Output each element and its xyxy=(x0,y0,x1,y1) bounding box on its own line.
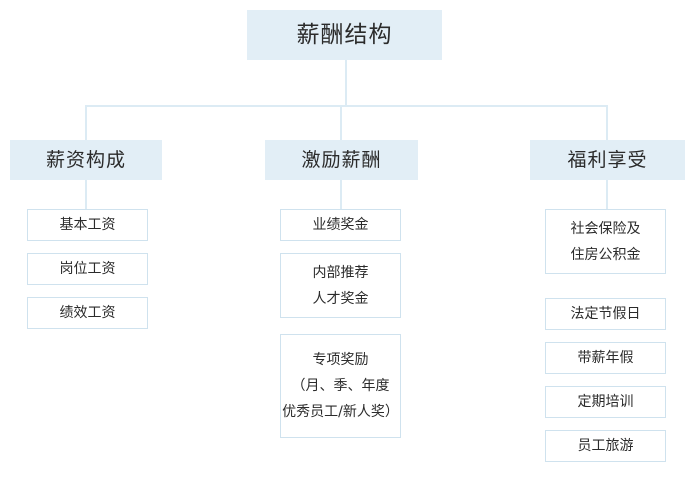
leaf-node[interactable]: 业绩奖金 xyxy=(280,209,401,241)
branch-header-label: 福利享受 xyxy=(567,148,648,171)
leaf-line: 法定节假日 xyxy=(570,306,641,322)
leaf-node[interactable]: 社会保险及 住房公积金 xyxy=(545,209,666,274)
leaf-line: 专项奖励 xyxy=(312,352,369,368)
leaf-line: 定期培训 xyxy=(577,394,634,410)
branch-header-label: 激励薪酬 xyxy=(301,148,382,171)
connector-leaf-stem-2 xyxy=(606,180,608,209)
leaf-node[interactable]: 内部推荐 人才奖金 xyxy=(280,253,401,318)
leaf-line: 社会保险及 xyxy=(570,220,641,237)
leaf-line: 基本工资 xyxy=(59,217,116,233)
branch-header-label: 薪资构成 xyxy=(45,148,126,171)
root-node-label: 薪酬结构 xyxy=(296,21,393,48)
leaf-node[interactable]: 带薪年假 xyxy=(545,342,666,374)
leaf-node[interactable]: 法定节假日 xyxy=(545,298,666,330)
connector-root-stem xyxy=(345,60,347,106)
leaf-line: 内部推荐 xyxy=(312,264,369,281)
connector-leaf-stem-0 xyxy=(85,180,87,209)
leaf-node[interactable]: 基本工资 xyxy=(27,209,148,241)
leaf-node[interactable]: 岗位工资 xyxy=(27,253,148,285)
leaf-line: 业绩奖金 xyxy=(312,217,369,233)
leaf-line: 住房公积金 xyxy=(570,246,641,263)
leaf-node[interactable]: 员工旅游 xyxy=(545,430,666,462)
leaf-line: 绩效工资 xyxy=(59,305,116,321)
leaf-line: 岗位工资 xyxy=(59,261,116,277)
branch-header-incentive-compensation[interactable]: 激励薪酬 xyxy=(265,140,418,180)
leaf-line: 带薪年假 xyxy=(577,350,634,366)
root-node-compensation-structure[interactable]: 薪酬结构 xyxy=(247,10,442,60)
leaf-node[interactable]: 绩效工资 xyxy=(27,297,148,329)
leaf-line: （月、季、年度 xyxy=(291,378,390,394)
connector-branch-drop-0 xyxy=(85,105,87,140)
leaf-line: 员工旅游 xyxy=(577,438,634,454)
branch-header-benefits[interactable]: 福利享受 xyxy=(530,140,685,180)
leaf-line: 人才奖金 xyxy=(312,290,369,307)
connector-leaf-stem-1 xyxy=(340,180,342,209)
connector-branch-drop-2 xyxy=(606,105,608,140)
leaf-node[interactable]: 专项奖励 （月、季、年度 优秀员工/新人奖） xyxy=(280,334,401,438)
connector-branch-drop-1 xyxy=(340,105,342,140)
connector-branch-bus xyxy=(86,105,607,107)
leaf-node[interactable]: 定期培训 xyxy=(545,386,666,418)
leaf-line: 优秀员工/新人奖） xyxy=(282,404,399,420)
branch-header-salary-composition[interactable]: 薪资构成 xyxy=(10,140,162,180)
